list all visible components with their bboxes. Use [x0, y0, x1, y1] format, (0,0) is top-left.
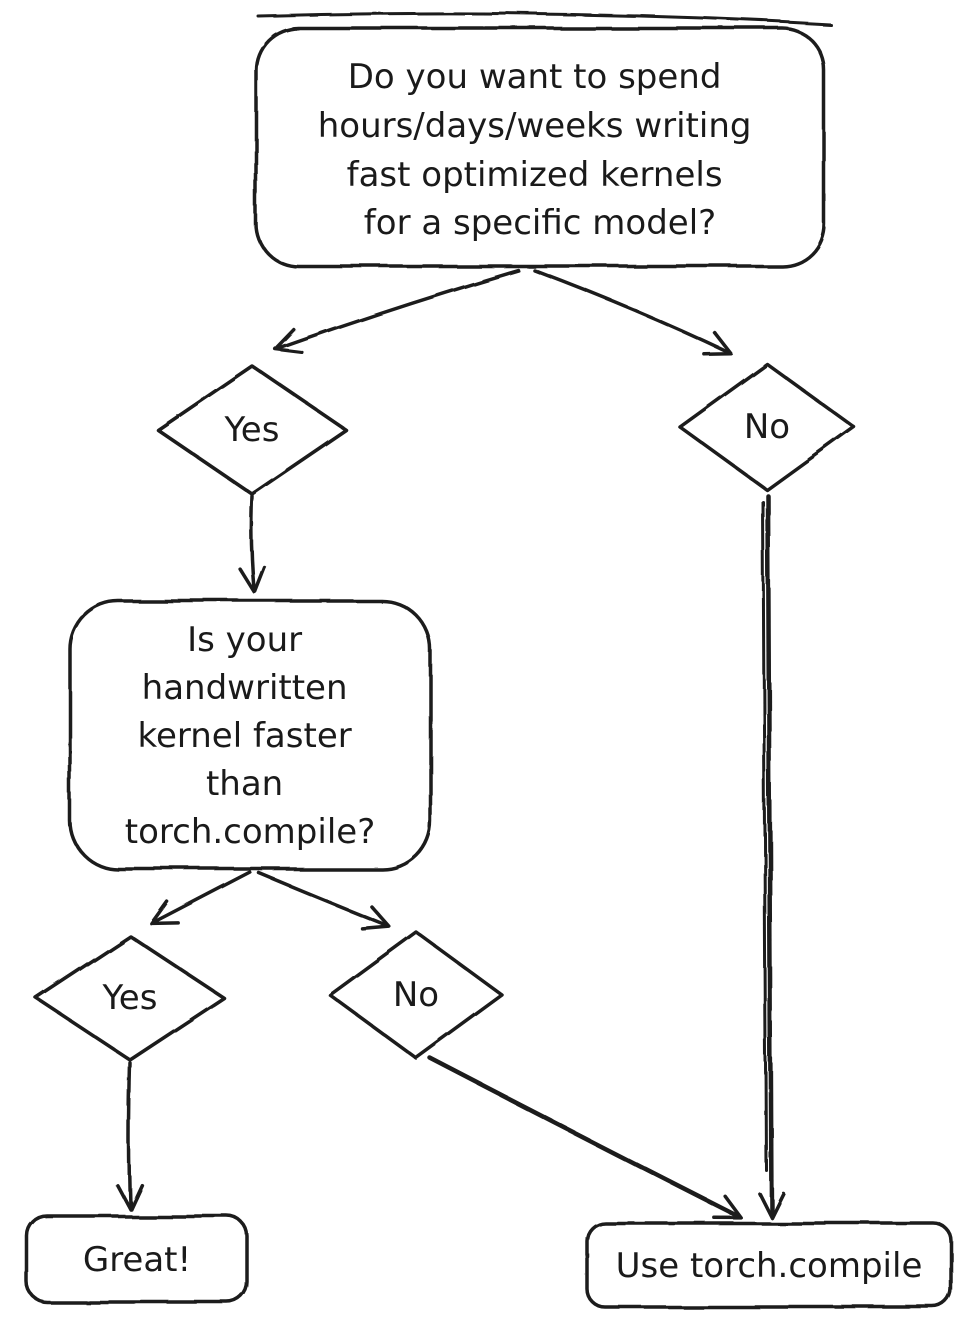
q2-line-1: Is your	[187, 620, 302, 660]
q1-text: Do you want to spend hours/days/weeks wr…	[318, 57, 763, 243]
q1-line-4: for a specific model?	[364, 203, 716, 243]
edge-yes2-to-great	[115, 1061, 144, 1211]
q1-line-3: fast optimized kernels	[347, 155, 723, 195]
edge-yes1-to-q2	[238, 494, 266, 594]
edge-no1-to-use-sketch-stroke	[761, 500, 768, 1172]
edge-no1-to-use	[757, 493, 785, 1219]
q1-line-2: hours/days/weeks writing	[318, 106, 752, 146]
node-q1-box	[254, 26, 826, 268]
yes2-label: Yes	[102, 978, 158, 1018]
q2-line-2: handwritten	[142, 668, 348, 708]
node-no1-diamond	[678, 362, 856, 492]
edge-q2-to-yes2	[149, 870, 252, 926]
edge-no2-to-use	[427, 1055, 743, 1220]
node-no2-diamond	[328, 930, 504, 1060]
edge-q1-to-no1	[532, 268, 733, 356]
node-use-compile-box	[585, 1221, 953, 1309]
great-label: Great!	[83, 1240, 191, 1280]
q2-line-4: than	[206, 764, 283, 804]
sketch-layer	[25, 11, 953, 1309]
text-layer: Do you want to spend hours/days/weeks wr…	[83, 57, 923, 1286]
edge-q2-to-no2	[257, 871, 391, 931]
node-great-box	[25, 1214, 249, 1304]
q1-line-1: Do you want to spend	[348, 57, 722, 97]
node-yes2-diamond	[34, 934, 226, 1062]
no2-label: No	[393, 975, 439, 1015]
q2-line-5: torch.compile?	[125, 812, 375, 852]
q1-top-sketch-stroke	[256, 11, 832, 26]
q2-text: Is your handwritten kernel faster than t…	[125, 620, 375, 852]
edge-q1-to-yes1	[273, 268, 520, 355]
no1-label: No	[744, 407, 790, 447]
node-q2-box	[68, 599, 432, 871]
yes1-label: Yes	[224, 410, 280, 450]
use-compile-label: Use torch.compile	[616, 1246, 923, 1286]
node-yes1-diamond	[156, 364, 348, 496]
q2-line-3: kernel faster	[137, 716, 351, 756]
